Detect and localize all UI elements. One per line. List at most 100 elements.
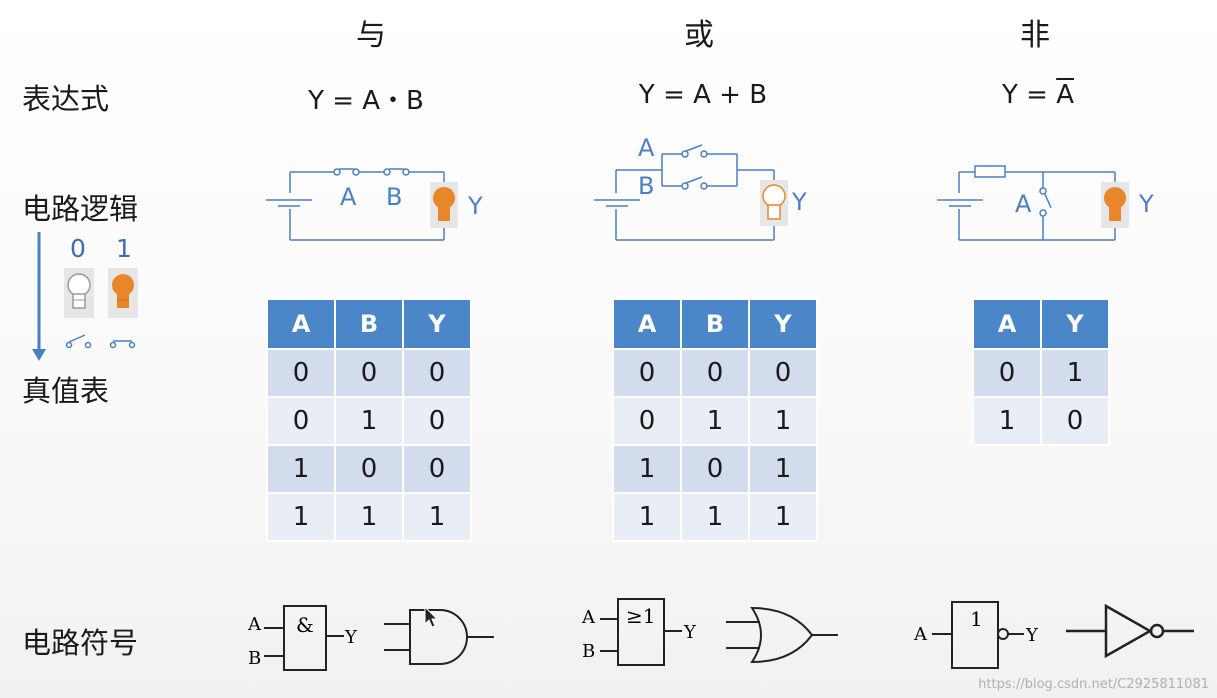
circuit-not: A Y bbox=[937, 165, 1154, 241]
table-cell: 0 bbox=[974, 350, 1040, 396]
circuit-and-a: A bbox=[340, 183, 357, 211]
symbol-not-a: A bbox=[913, 624, 928, 645]
bulb-on-icon bbox=[430, 182, 458, 228]
column-header: A bbox=[614, 300, 680, 348]
expression-and: Y = A・B bbox=[308, 86, 424, 116]
bulb-off-icon bbox=[64, 268, 94, 318]
table-cell: 0 bbox=[336, 350, 402, 396]
table-cell: 0 bbox=[268, 350, 334, 396]
table-cell: 1 bbox=[336, 398, 402, 444]
column-header: Y bbox=[404, 300, 470, 348]
symbol-or-y: Y bbox=[683, 622, 697, 643]
table-cell: 1 bbox=[682, 398, 748, 444]
watermark: https://blog.csdn.net/C2925811081 bbox=[978, 677, 1209, 692]
symbol-or-iec: ≥1 A B Y bbox=[581, 598, 697, 666]
bulb-on-icon bbox=[1101, 182, 1129, 228]
table-cell: 0 bbox=[1042, 398, 1108, 444]
table-cell: 0 bbox=[614, 350, 680, 396]
table-cell: 1 bbox=[614, 494, 680, 540]
circuit-or-y: Y bbox=[791, 188, 807, 216]
circuit-or: A B Y bbox=[594, 134, 807, 241]
table-cell: 0 bbox=[750, 350, 816, 396]
table-cell: 1 bbox=[682, 494, 748, 540]
expression-or: Y = A + B bbox=[638, 80, 768, 110]
column-header: B bbox=[336, 300, 402, 348]
not-a-overline: A bbox=[1056, 80, 1074, 110]
table-cell: 0 bbox=[404, 350, 470, 396]
label-circuit-symbol: 电路符号 bbox=[22, 626, 139, 660]
bulb-on-icon bbox=[108, 268, 138, 318]
circuit-not-a: A bbox=[1015, 190, 1032, 218]
circuit-or-b: B bbox=[638, 172, 654, 200]
table-cell: 0 bbox=[682, 446, 748, 492]
symbol-not-us bbox=[1066, 603, 1194, 659]
table-cell: 1 bbox=[614, 446, 680, 492]
table-cell: 1 bbox=[974, 398, 1040, 444]
switch-open-icon bbox=[65, 334, 92, 349]
table-cell: 0 bbox=[268, 398, 334, 444]
symbol-or-a: A bbox=[581, 607, 596, 628]
mouse-cursor-icon bbox=[424, 606, 439, 628]
legend-digit-off: 0 bbox=[70, 234, 86, 263]
legend-digit-on: 1 bbox=[116, 234, 132, 263]
circuit-and-y: Y bbox=[467, 192, 483, 220]
table-cell: 1 bbox=[404, 494, 470, 540]
header-and: 与 bbox=[356, 18, 386, 53]
symbol-or-box: ≥1 bbox=[626, 604, 655, 628]
symbol-and-b: B bbox=[248, 648, 261, 669]
bulb-off-icon bbox=[760, 180, 788, 226]
circuit-or-a: A bbox=[638, 134, 655, 162]
symbol-and-box: & bbox=[296, 613, 314, 637]
label-truth-table: 真值表 bbox=[22, 374, 110, 408]
legend-graphic bbox=[32, 232, 138, 361]
column-header: Y bbox=[750, 300, 816, 348]
symbol-and-a: A bbox=[247, 614, 262, 635]
symbol-or-b: B bbox=[582, 641, 595, 662]
symbol-and-iec: & A B Y bbox=[247, 605, 358, 671]
table-cell: 1 bbox=[336, 494, 402, 540]
table-cell: 0 bbox=[404, 398, 470, 444]
table-cell: 0 bbox=[682, 350, 748, 396]
symbol-not-iec: 1 A Y bbox=[913, 601, 1039, 669]
table-cell: 0 bbox=[404, 446, 470, 492]
table-cell: 1 bbox=[268, 494, 334, 540]
symbol-and-us bbox=[384, 609, 494, 665]
table-cell: 1 bbox=[750, 494, 816, 540]
symbol-not-y: Y bbox=[1025, 625, 1039, 646]
header-or: 或 bbox=[684, 18, 714, 53]
table-cell: 1 bbox=[268, 446, 334, 492]
label-expression: 表达式 bbox=[22, 82, 110, 116]
arrow-head-icon bbox=[32, 349, 46, 361]
label-circuit: 电路逻辑 bbox=[22, 192, 139, 226]
column-header: B bbox=[682, 300, 748, 348]
header-not: 非 bbox=[1020, 18, 1050, 53]
table-cell: 0 bbox=[336, 446, 402, 492]
table-cell: 1 bbox=[1042, 350, 1108, 396]
circuit-and-b: B bbox=[386, 183, 402, 211]
symbol-not-box: 1 bbox=[970, 607, 983, 631]
circuit-and: A B Y bbox=[266, 168, 483, 241]
symbol-and-y: Y bbox=[344, 627, 358, 648]
symbol-or-us bbox=[726, 606, 838, 664]
table-cell: 0 bbox=[614, 398, 680, 444]
expression-not: Y = A bbox=[1002, 80, 1074, 110]
switch-closed-icon bbox=[109, 340, 136, 349]
table-cell: 1 bbox=[750, 398, 816, 444]
column-header: Y bbox=[1042, 300, 1108, 348]
column-header: A bbox=[268, 300, 334, 348]
